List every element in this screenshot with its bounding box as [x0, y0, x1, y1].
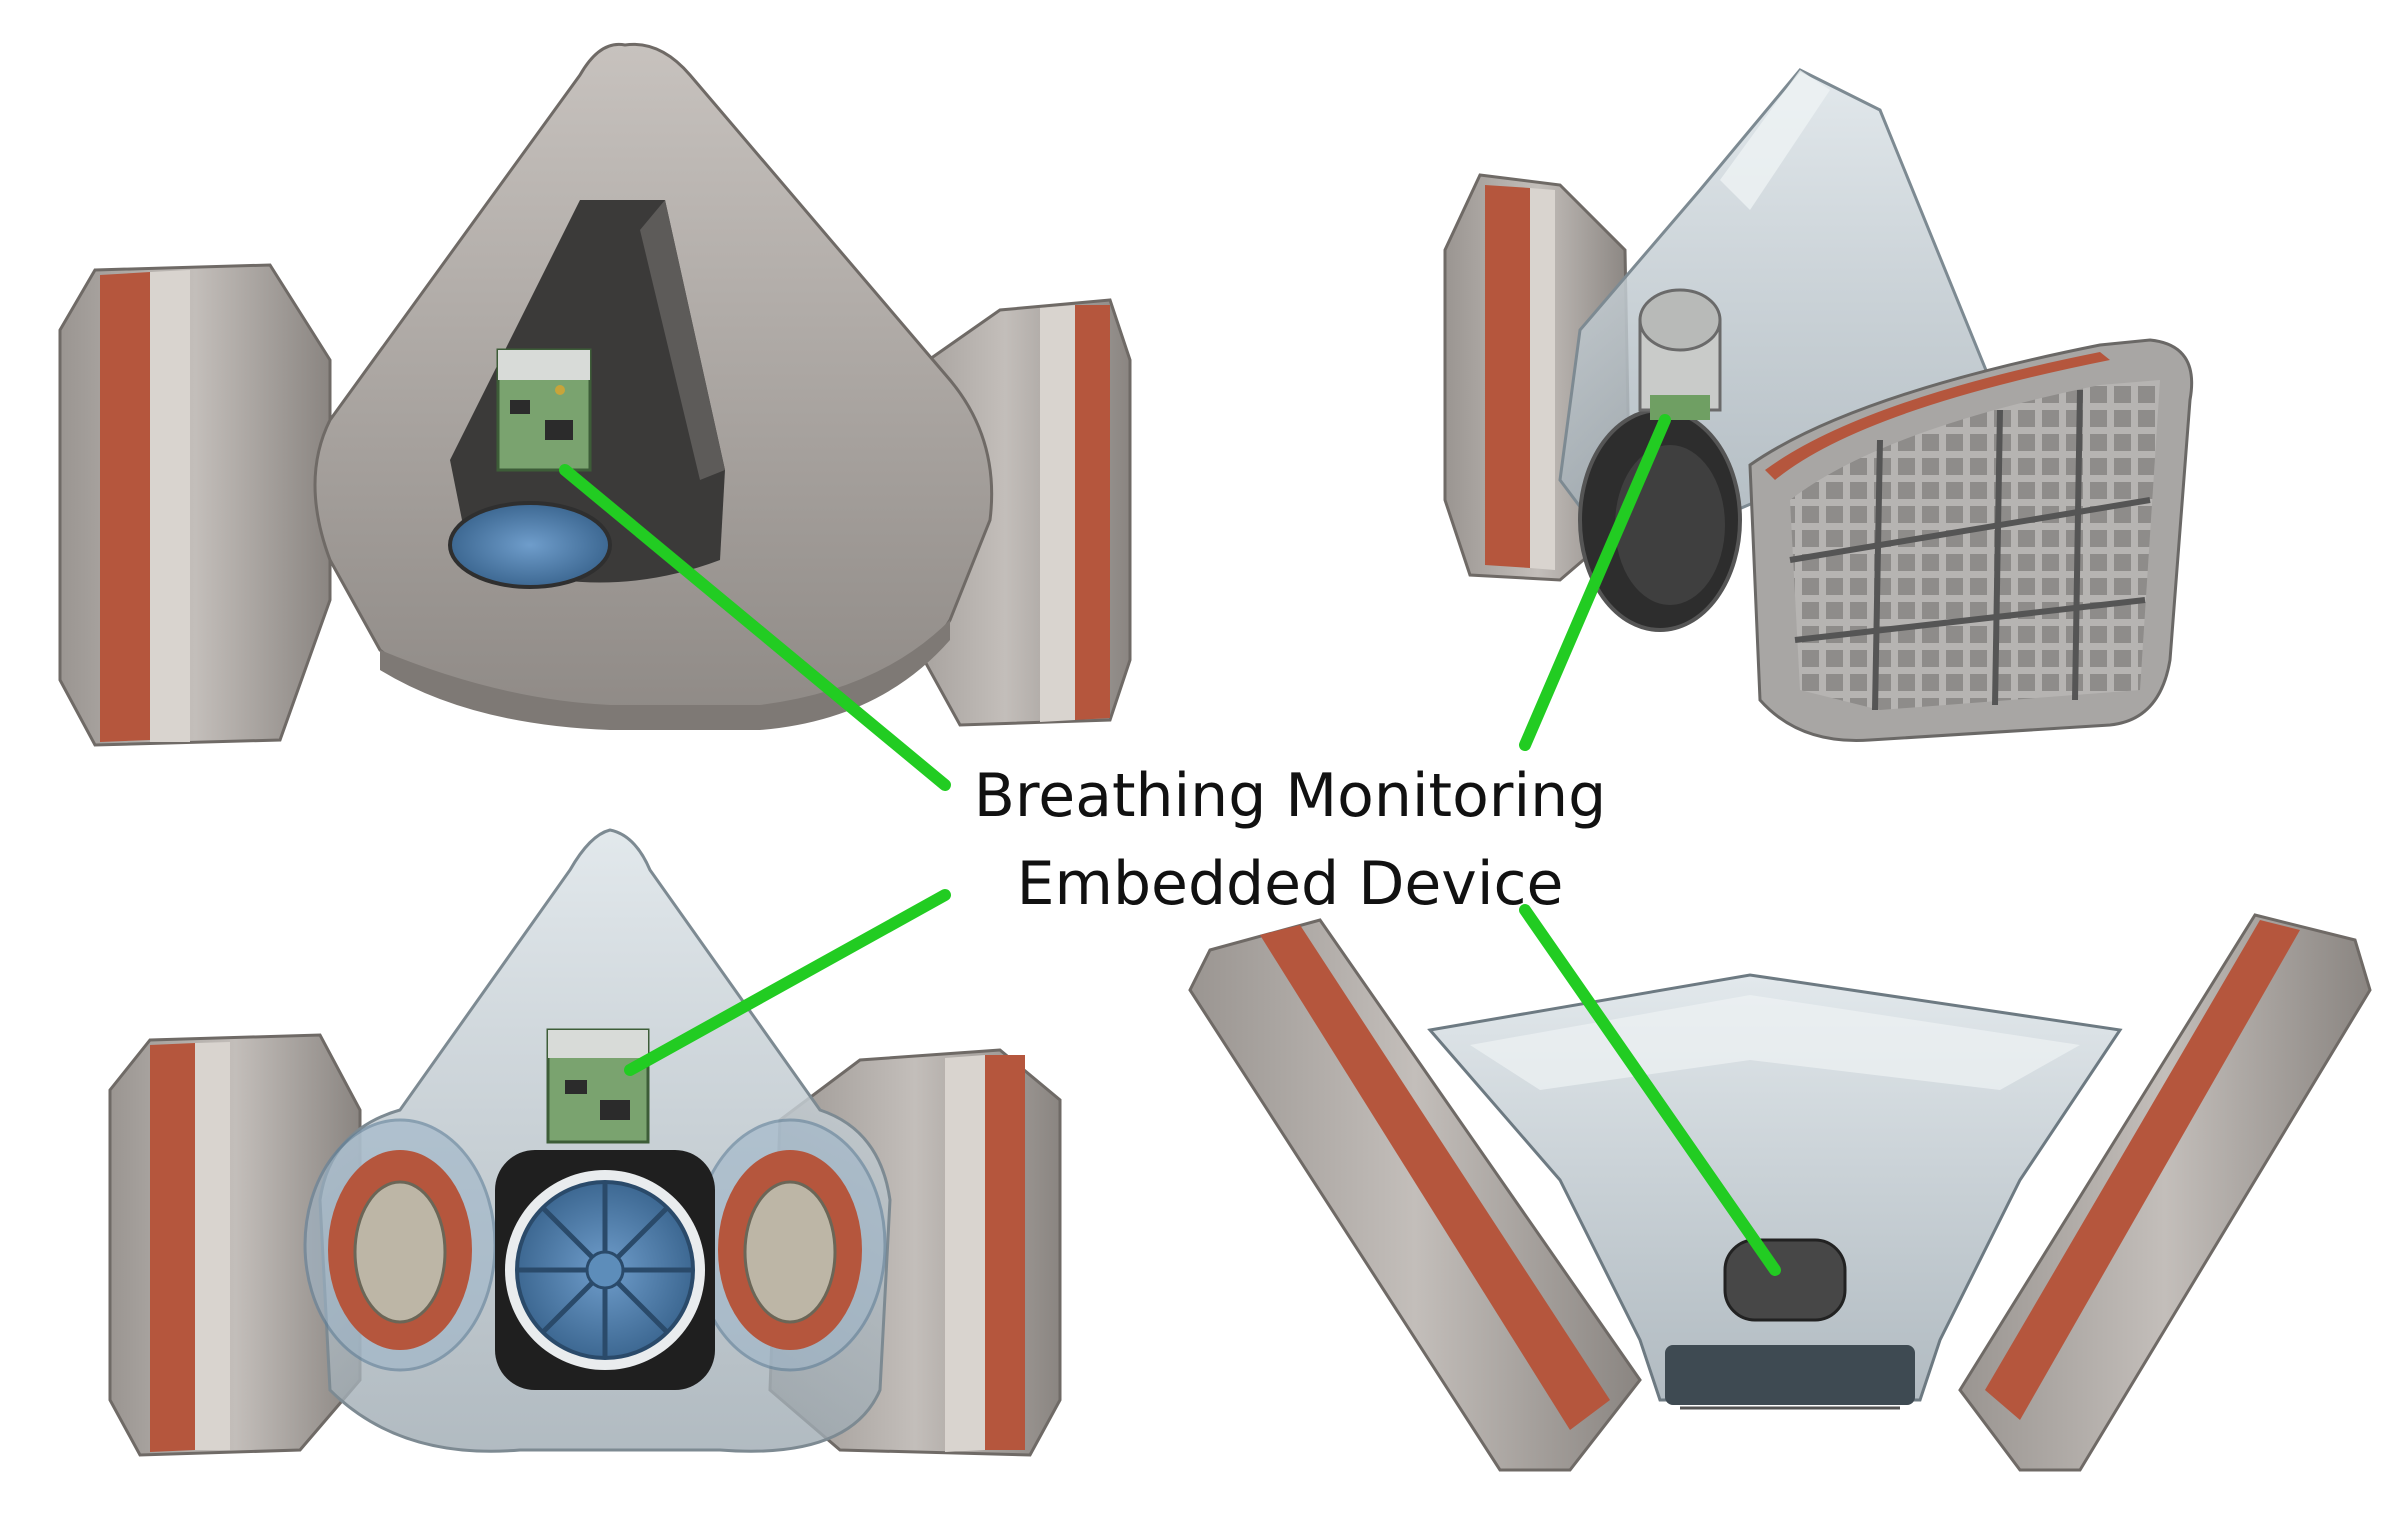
- callout-line-2: Embedded Device: [1016, 849, 1564, 919]
- filter-cartridge-left-bottom: [108, 1033, 362, 1457]
- mask-view-top-transparent: [1188, 913, 2372, 1472]
- leader-line-top-right: [1519, 414, 1671, 751]
- exhalation-valve: [448, 501, 612, 589]
- particulate-filter-grid: [1748, 338, 2194, 742]
- embedded-device-module: [1723, 1238, 1847, 1322]
- leader-line-bottom-left: [624, 889, 951, 1076]
- filter-cartridge-angled-left: [1188, 918, 1642, 1472]
- embedded-device-pcb-bottom: [546, 1028, 650, 1144]
- callout-label: Breathing Monitoring Embedded Device: [900, 752, 1680, 928]
- inhalation-valve-right: [693, 1118, 887, 1372]
- filter-cartridge-angled-right: [1958, 913, 2372, 1472]
- exhalation-valve-center: [495, 1150, 715, 1390]
- mask-view-side-transparent: [1443, 68, 2194, 742]
- leader-line-bottom-right: [1519, 904, 1781, 1276]
- mask-base: [1665, 1345, 1915, 1405]
- filter-cartridge-side: [1443, 173, 1632, 582]
- embedded-device-pcb: [496, 348, 592, 472]
- callout-leader-lines: [559, 414, 1781, 1276]
- callout-line-1: Breathing Monitoring: [973, 761, 1607, 831]
- mask-view-front-opaque: [58, 42, 1132, 747]
- inhalation-valve-left: [303, 1118, 497, 1372]
- embedded-device-sensor: [1638, 288, 1722, 420]
- leader-line-top-left: [559, 464, 951, 791]
- filter-cartridge-left: [58, 263, 332, 747]
- mask-view-front-transparent: [108, 828, 1062, 1457]
